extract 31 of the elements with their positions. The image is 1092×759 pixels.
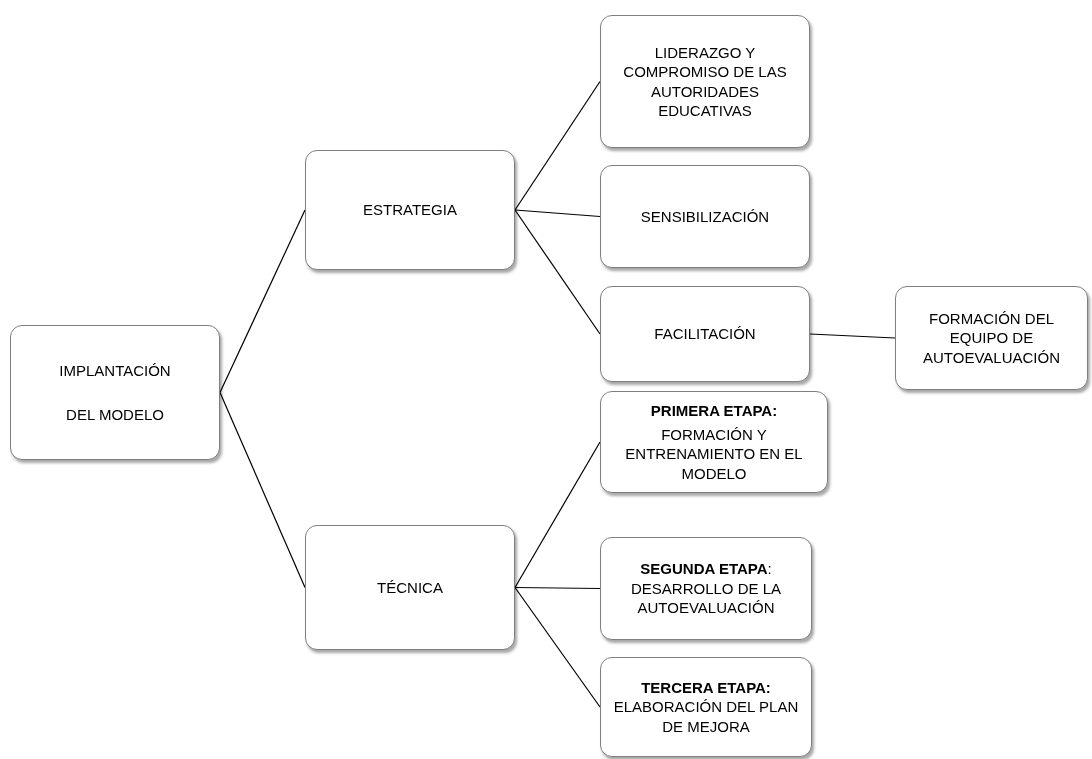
rounded-box [305, 525, 515, 650]
connector-line [219, 391, 306, 589]
rounded-box [10, 325, 220, 460]
connector-line [514, 209, 601, 218]
connector-line [514, 586, 601, 708]
rounded-box [895, 286, 1088, 390]
connector-line [514, 80, 601, 211]
box-text: PRIMERA ETAPA: [650, 401, 778, 421]
rounded-box [600, 657, 812, 757]
box-text: SEGUNDA ETAPA: DESARROLLO DE LA AUTOEVALUACIÓN [629, 559, 783, 618]
rounded-box [600, 15, 810, 148]
box-text: SENSIBILIZACIÓN [640, 206, 770, 227]
box-text: TERCERA ETAPA: ELABORACIÓN DEL PLAN DE MEJORA [612, 677, 800, 737]
rounded-box [600, 391, 828, 493]
connector-line [809, 333, 896, 339]
rounded-box [305, 150, 515, 270]
box-text: FORMACIÓN Y ENTRENAMIENTO EN EL MODELO [624, 424, 804, 483]
box-text: FACILITACIÓN [654, 324, 756, 344]
connector-line [514, 586, 601, 590]
connector-line [514, 441, 601, 589]
box-text: IMPLANTACIÓN [59, 361, 171, 381]
box-text: DEL MODELO [66, 404, 164, 424]
box-text: TÉCNICA [377, 577, 443, 598]
box-text: LIDERAZGO Y COMPROMISO DE LAS AUTORIDADES EDUCATIVAS [622, 42, 788, 121]
connector-line [514, 209, 601, 335]
connector-line [219, 209, 306, 394]
rounded-box [600, 537, 812, 640]
rounded-box [600, 165, 810, 268]
box-text: FORMACIÓN DEL EQUIPO DE AUTOEVALUACIÓN [922, 308, 1061, 368]
box-text: ESTRATEGIA [363, 200, 457, 220]
rounded-box [600, 286, 810, 382]
